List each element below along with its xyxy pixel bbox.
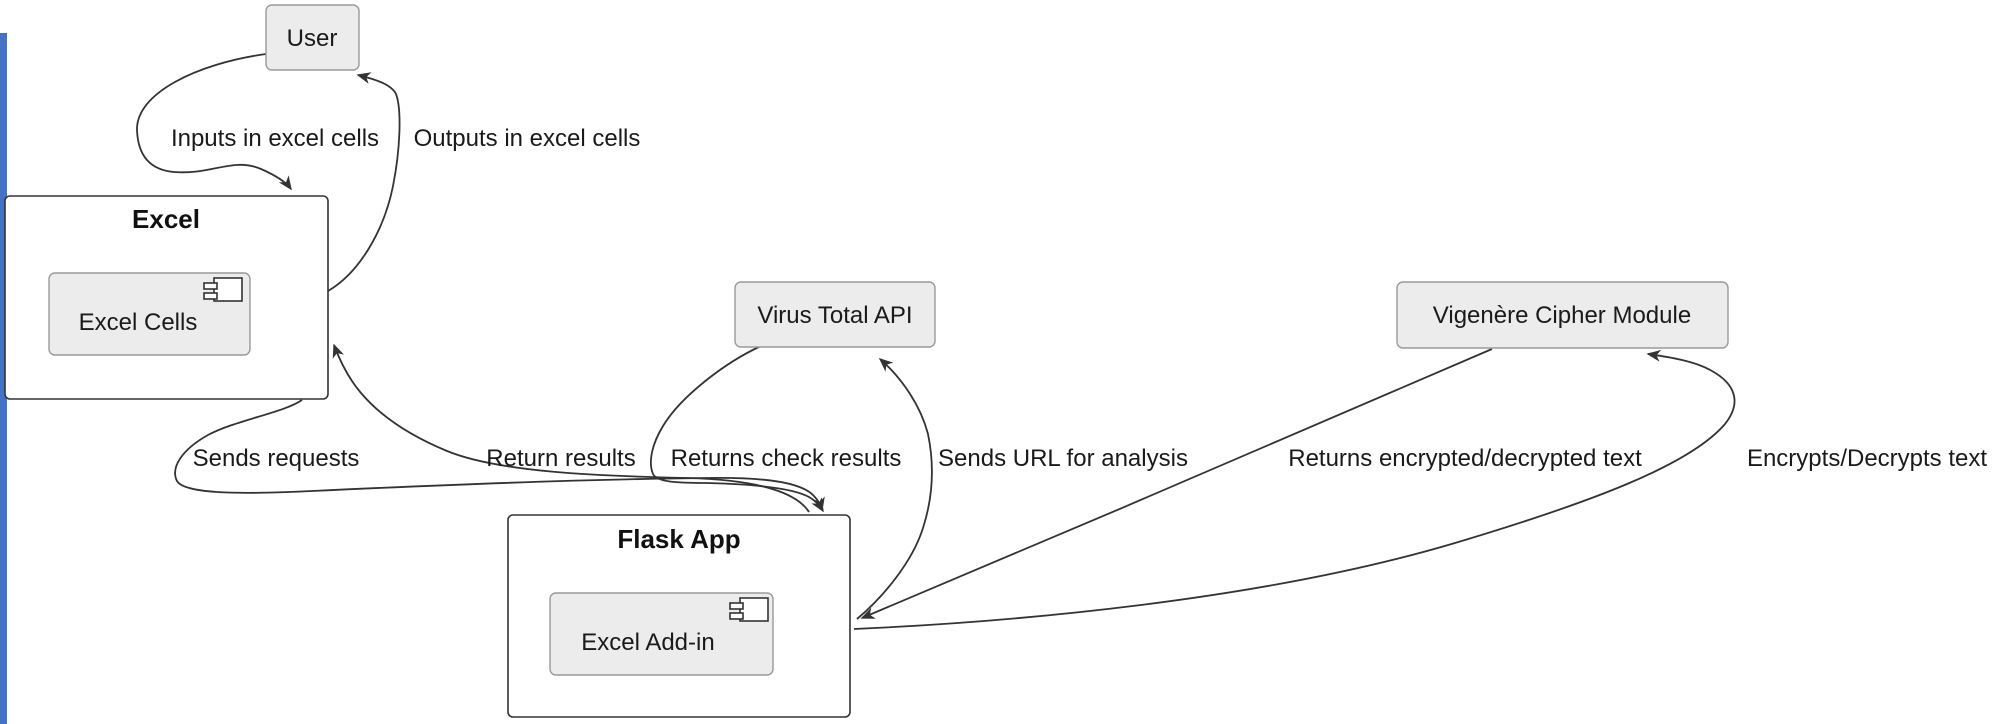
node-virus-total-api-box bbox=[734, 281, 936, 348]
edge-labels: Inputs in excel cells Outputs in excel c… bbox=[171, 125, 1987, 472]
node-user-box bbox=[265, 4, 360, 71]
edge-label-sends-requests: Sends requests bbox=[193, 445, 360, 472]
node-vigenere-cipher-module: Vigenère Cipher Module bbox=[1396, 281, 1729, 349]
container-flask-app-title: Flask App bbox=[617, 524, 740, 554]
edge-encrypts-path bbox=[853, 349, 1736, 630]
container-excel-title: Excel bbox=[132, 204, 200, 234]
edges bbox=[136, 53, 1736, 630]
edge-return-results-path bbox=[332, 343, 810, 513]
node-excel-add-in-label: Excel Add-in bbox=[581, 629, 714, 656]
edge-label-outputs: Outputs in excel cells bbox=[414, 125, 641, 152]
node-virus-total-api-label: Virus Total API bbox=[757, 302, 912, 329]
node-excel-cells-box bbox=[48, 272, 251, 356]
component-icon bbox=[729, 597, 769, 622]
component-icon bbox=[203, 277, 243, 302]
node-user-label: User bbox=[287, 25, 338, 52]
edge-label-returns-check: Returns check results bbox=[671, 445, 902, 472]
edge-sends-requests-path bbox=[174, 399, 825, 512]
edge-sends-url-path bbox=[856, 358, 933, 620]
node-vigenere-cipher-module-box bbox=[1396, 281, 1729, 349]
node-virus-total-api: Virus Total API bbox=[734, 281, 936, 348]
node-excel-cells: Excel Cells bbox=[48, 272, 251, 356]
edge-label-return-results: Return results bbox=[486, 445, 635, 472]
edge-inputs-path bbox=[136, 53, 292, 191]
edge-outputs-path bbox=[327, 72, 401, 292]
edge-label-sends-url: Sends URL for analysis bbox=[938, 445, 1188, 472]
node-excel-cells-label: Excel Cells bbox=[79, 309, 198, 336]
node-vigenere-cipher-module-label: Vigenère Cipher Module bbox=[1433, 302, 1691, 329]
edge-label-encrypts: Encrypts/Decrypts text bbox=[1747, 445, 1987, 472]
edge-returns-check-path bbox=[650, 345, 824, 513]
edge-returns-crypted-path bbox=[860, 348, 1493, 619]
node-excel-add-in-box bbox=[549, 592, 774, 676]
edge-label-inputs: Inputs in excel cells bbox=[171, 125, 379, 152]
node-excel-add-in: Excel Add-in bbox=[549, 592, 774, 676]
node-user: User bbox=[265, 4, 360, 71]
window-edge-strip bbox=[0, 33, 7, 724]
edge-label-returns-crypted: Returns encrypted/decrypted text bbox=[1288, 445, 1642, 472]
